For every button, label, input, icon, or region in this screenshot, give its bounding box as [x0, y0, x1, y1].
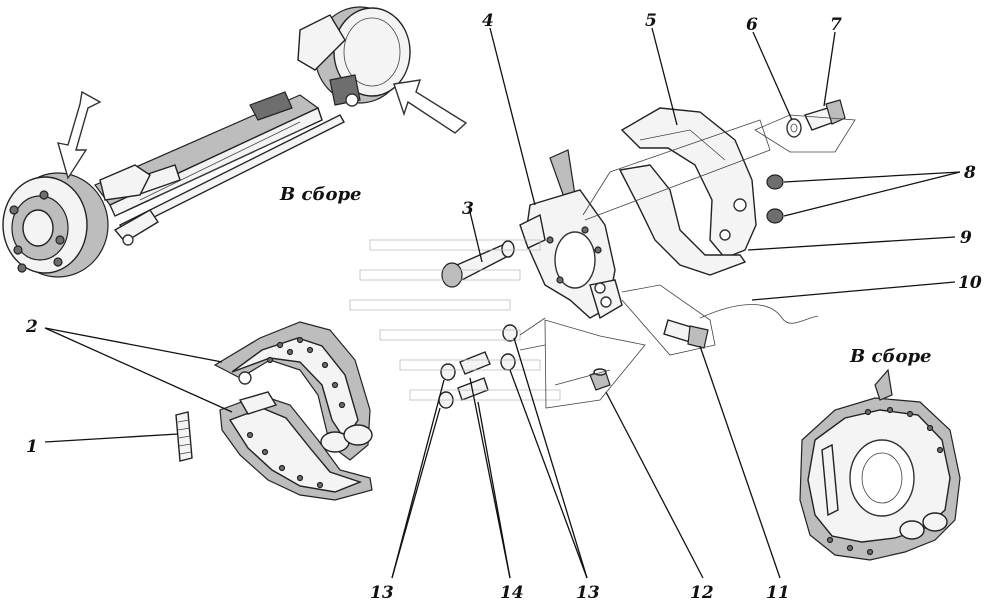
assembly-caption-bottom: В сборе	[849, 346, 931, 367]
callout-6: 6	[746, 15, 758, 35]
brake-shoes	[213, 321, 373, 501]
callout-13-right: 13	[576, 583, 600, 603]
callout-5: 5	[645, 11, 657, 31]
dust-shield	[618, 107, 757, 276]
sensor-wire	[699, 304, 819, 324]
callout-13-left: 13	[370, 583, 394, 603]
callout-1: 1	[26, 437, 38, 457]
callout-4: 4	[482, 11, 494, 31]
return-spring	[175, 411, 193, 462]
right-brake-drum	[297, 6, 411, 107]
assembly-caption-top: В сборе	[279, 184, 361, 205]
brake-carrier	[519, 149, 623, 320]
callout-2: 2	[25, 317, 38, 337]
grease-fitting	[589, 368, 611, 391]
callout-11: 11	[766, 583, 790, 603]
callout-9: 9	[960, 228, 972, 248]
callout-14: 14	[500, 583, 524, 603]
front-axle-assembly	[2, 6, 468, 278]
mounting-bolt	[663, 319, 709, 349]
expander-camshaft	[441, 240, 515, 288]
bolt	[804, 99, 846, 131]
leader-lines	[44, 27, 961, 579]
arrow-icon	[57, 90, 102, 180]
callout-7: 7	[830, 15, 842, 35]
callout-8: 8	[963, 163, 976, 183]
washer	[786, 118, 802, 138]
brake-assembly	[799, 368, 961, 561]
callout-3: 3	[462, 199, 474, 219]
callout-12: 12	[690, 583, 714, 603]
arrow-icon	[393, 79, 468, 134]
left-brake-drum	[2, 172, 109, 278]
callout-10: 10	[958, 273, 982, 293]
plug	[766, 174, 784, 224]
watermark-arrows	[349, 239, 561, 401]
bushings	[438, 324, 518, 409]
